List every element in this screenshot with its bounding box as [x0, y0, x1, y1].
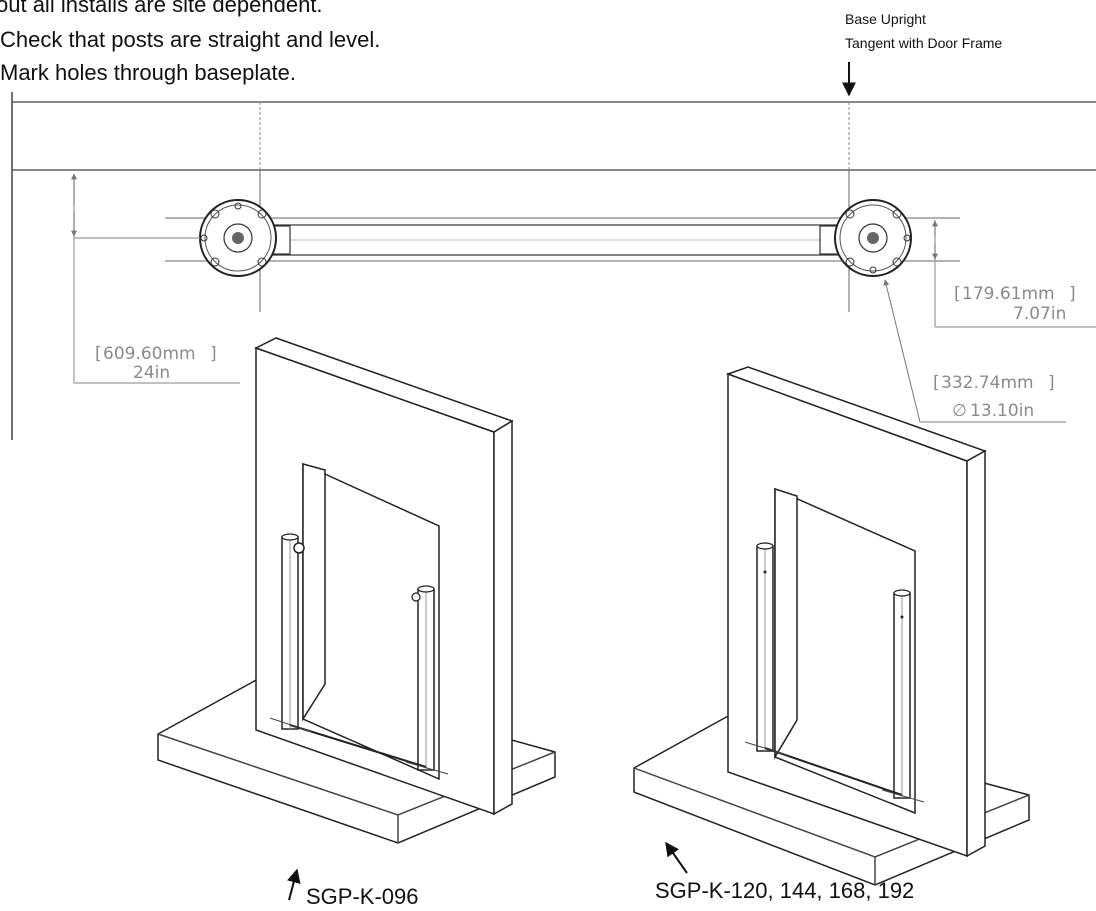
right-post-b: [893, 589, 911, 799]
svg-text:]: ]: [210, 344, 217, 364]
plan-view: [ 609.60mm ] 24in [ 179.61mm ] 7.07in [ …: [11, 92, 1096, 440]
offset-dimension: [ 609.60mm ] 24in: [71, 173, 240, 384]
callout-line-1: Base Upright: [845, 11, 926, 27]
svg-text:[: [: [933, 373, 940, 393]
width-dimension: [ 179.61mm ] 7.07in: [932, 220, 1096, 328]
right-model-label: SGP-K-120, 144, 168, 192: [655, 878, 914, 903]
diameter-in-text: 13.10in: [970, 401, 1034, 421]
left-label-arrow: [286, 868, 301, 901]
diameter-symbol: ∅: [952, 401, 967, 421]
left-isometric-view: SGP-K-096: [157, 337, 556, 909]
instruction-line-2: Check that posts are straight and level.: [0, 27, 380, 52]
instruction-line-3: Mark holes through baseplate.: [0, 60, 296, 85]
left-model-label: SGP-K-096: [306, 884, 419, 909]
instructions: out all installs are site dependent. Che…: [0, 0, 380, 85]
diameter-mm-text: 332.74mm: [941, 373, 1034, 393]
offset-mm-text: 609.60mm: [103, 344, 196, 364]
right-isometric-view: SGP-K-120, 144, 168, 192: [633, 366, 1030, 903]
svg-text:[: [: [954, 284, 961, 304]
left-post-a: [281, 533, 305, 730]
instruction-line-1: out all installs are site dependent.: [0, 0, 323, 17]
left-baseplate: [199, 199, 291, 277]
svg-text:]: ]: [1048, 373, 1055, 393]
offset-in-text: 24in: [133, 363, 170, 383]
right-label-arrow: [665, 841, 688, 874]
right-baseplate: [819, 199, 912, 277]
right-floor-bar: [764, 747, 903, 796]
diameter-leader: [883, 279, 921, 423]
callout-line-2: Tangent with Door Frame: [845, 35, 1002, 51]
left-post-b: [411, 585, 435, 771]
width-mm-text: 179.61mm: [962, 284, 1055, 304]
base-upright-callout: Base Upright Tangent with Door Frame: [842, 11, 1002, 97]
svg-text:]: ]: [1069, 284, 1076, 304]
right-post-a: [756, 542, 774, 752]
left-floor-bar: [289, 724, 427, 768]
diameter-dimension: [ 332.74mm ] ∅ 13.10in: [883, 279, 1066, 423]
width-in-text: 7.07in: [1013, 304, 1066, 324]
svg-text:[: [: [95, 344, 102, 364]
